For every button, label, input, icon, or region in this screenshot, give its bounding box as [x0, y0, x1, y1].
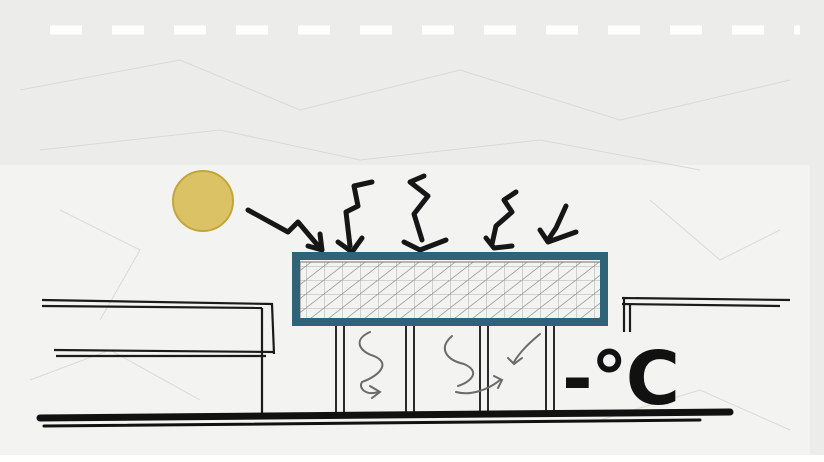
canopy-panel — [300, 262, 602, 320]
sun-icon — [173, 171, 233, 231]
temperature-label: -°C — [562, 342, 678, 416]
paper-edge-bottom — [0, 455, 824, 462]
